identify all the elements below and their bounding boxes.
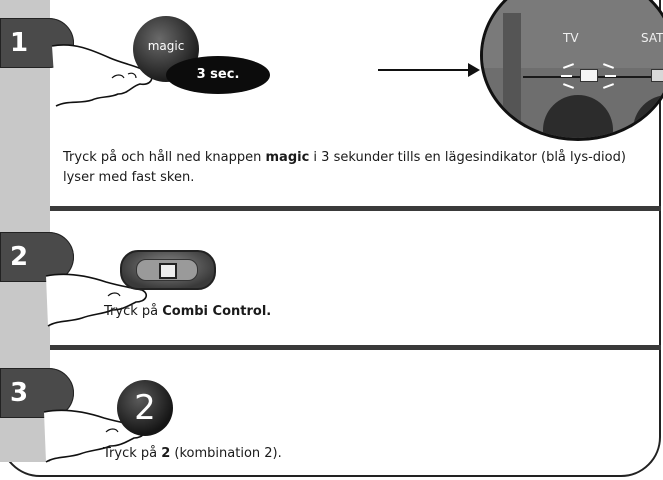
tv-led-icon <box>580 69 598 82</box>
tv-mode-label: TV <box>563 31 579 45</box>
hand-pressing-2-icon <box>43 409 146 463</box>
magic-keyword: magic <box>265 150 310 165</box>
hand-pressing-combi-icon <box>45 273 148 327</box>
arrow-line <box>378 69 474 71</box>
combi-control-keyword: Combi Control. <box>162 304 272 319</box>
hold-duration-badge: 3 sec. <box>166 56 270 94</box>
hand-pressing-magic-icon <box>51 44 153 107</box>
sat-led-icon <box>651 69 663 82</box>
arrow-right-icon <box>468 63 480 77</box>
combi-control-button <box>120 250 216 290</box>
sat-mode-label: SAT <box>641 31 663 45</box>
step-1-instruction: Tryck på och håll ned knappen magic i 3 … <box>63 150 626 185</box>
combi-screen-icon <box>159 263 177 279</box>
step-1-badge: 1 <box>0 18 74 68</box>
step-3-instruction: Tryck på 2 (kombination 2). <box>103 446 282 461</box>
number-2-button: 2 <box>117 380 173 436</box>
number-2-keyword: 2 <box>161 446 171 461</box>
section-divider <box>50 345 661 350</box>
section-divider <box>50 206 661 211</box>
step-2-instruction: Tryck på Combi Control. <box>104 304 272 319</box>
remote-mode-indicator-closeup: TV SAT <box>480 0 663 141</box>
